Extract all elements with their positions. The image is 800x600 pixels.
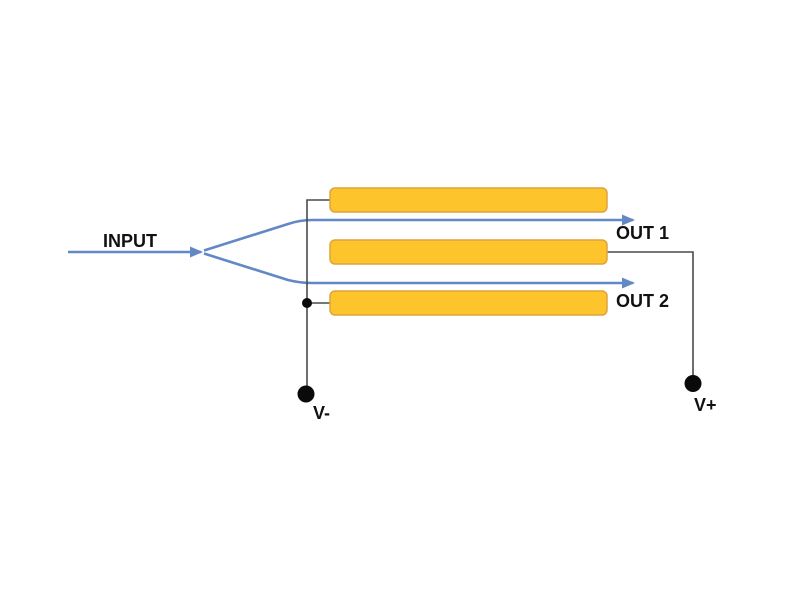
lower-branch-out2-arrow: [203, 252, 635, 289]
wire-middle-electrode-to-vplus: [607, 251, 694, 383]
upper-branch-out1-arrow: [203, 214, 635, 252]
wire-top-electrode-to-vminus: [306, 199, 330, 394]
input-label: INPUT: [103, 231, 157, 251]
out2-label: OUT 2: [616, 291, 669, 311]
vplus-terminal-dot: [684, 375, 702, 392]
electrode-top: [329, 187, 608, 213]
vminus-label: V-: [313, 403, 330, 423]
vplus-label: V+: [694, 395, 717, 415]
wire-junction-dot: [302, 298, 312, 308]
electrode-middle: [329, 239, 608, 265]
out1-label: OUT 1: [616, 223, 669, 243]
electrode-bottom: [329, 290, 608, 316]
vminus-terminal-dot: [297, 385, 315, 403]
